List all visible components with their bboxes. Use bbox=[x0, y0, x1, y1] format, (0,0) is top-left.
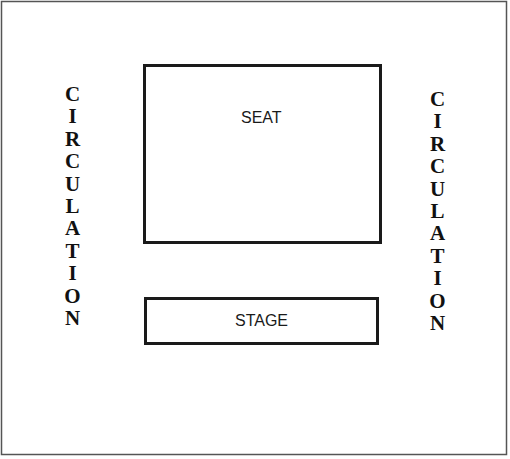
box-label: SEAT bbox=[241, 109, 282, 127]
box-label: STAGE bbox=[235, 312, 288, 330]
frame-border bbox=[2, 2, 507, 455]
circulation-label: CIRCULATION bbox=[62, 83, 83, 329]
stage-box: STAGE bbox=[144, 297, 379, 345]
seating-area-box: SEAT bbox=[143, 64, 382, 244]
circulation-label: CIRCULATION bbox=[427, 88, 448, 334]
